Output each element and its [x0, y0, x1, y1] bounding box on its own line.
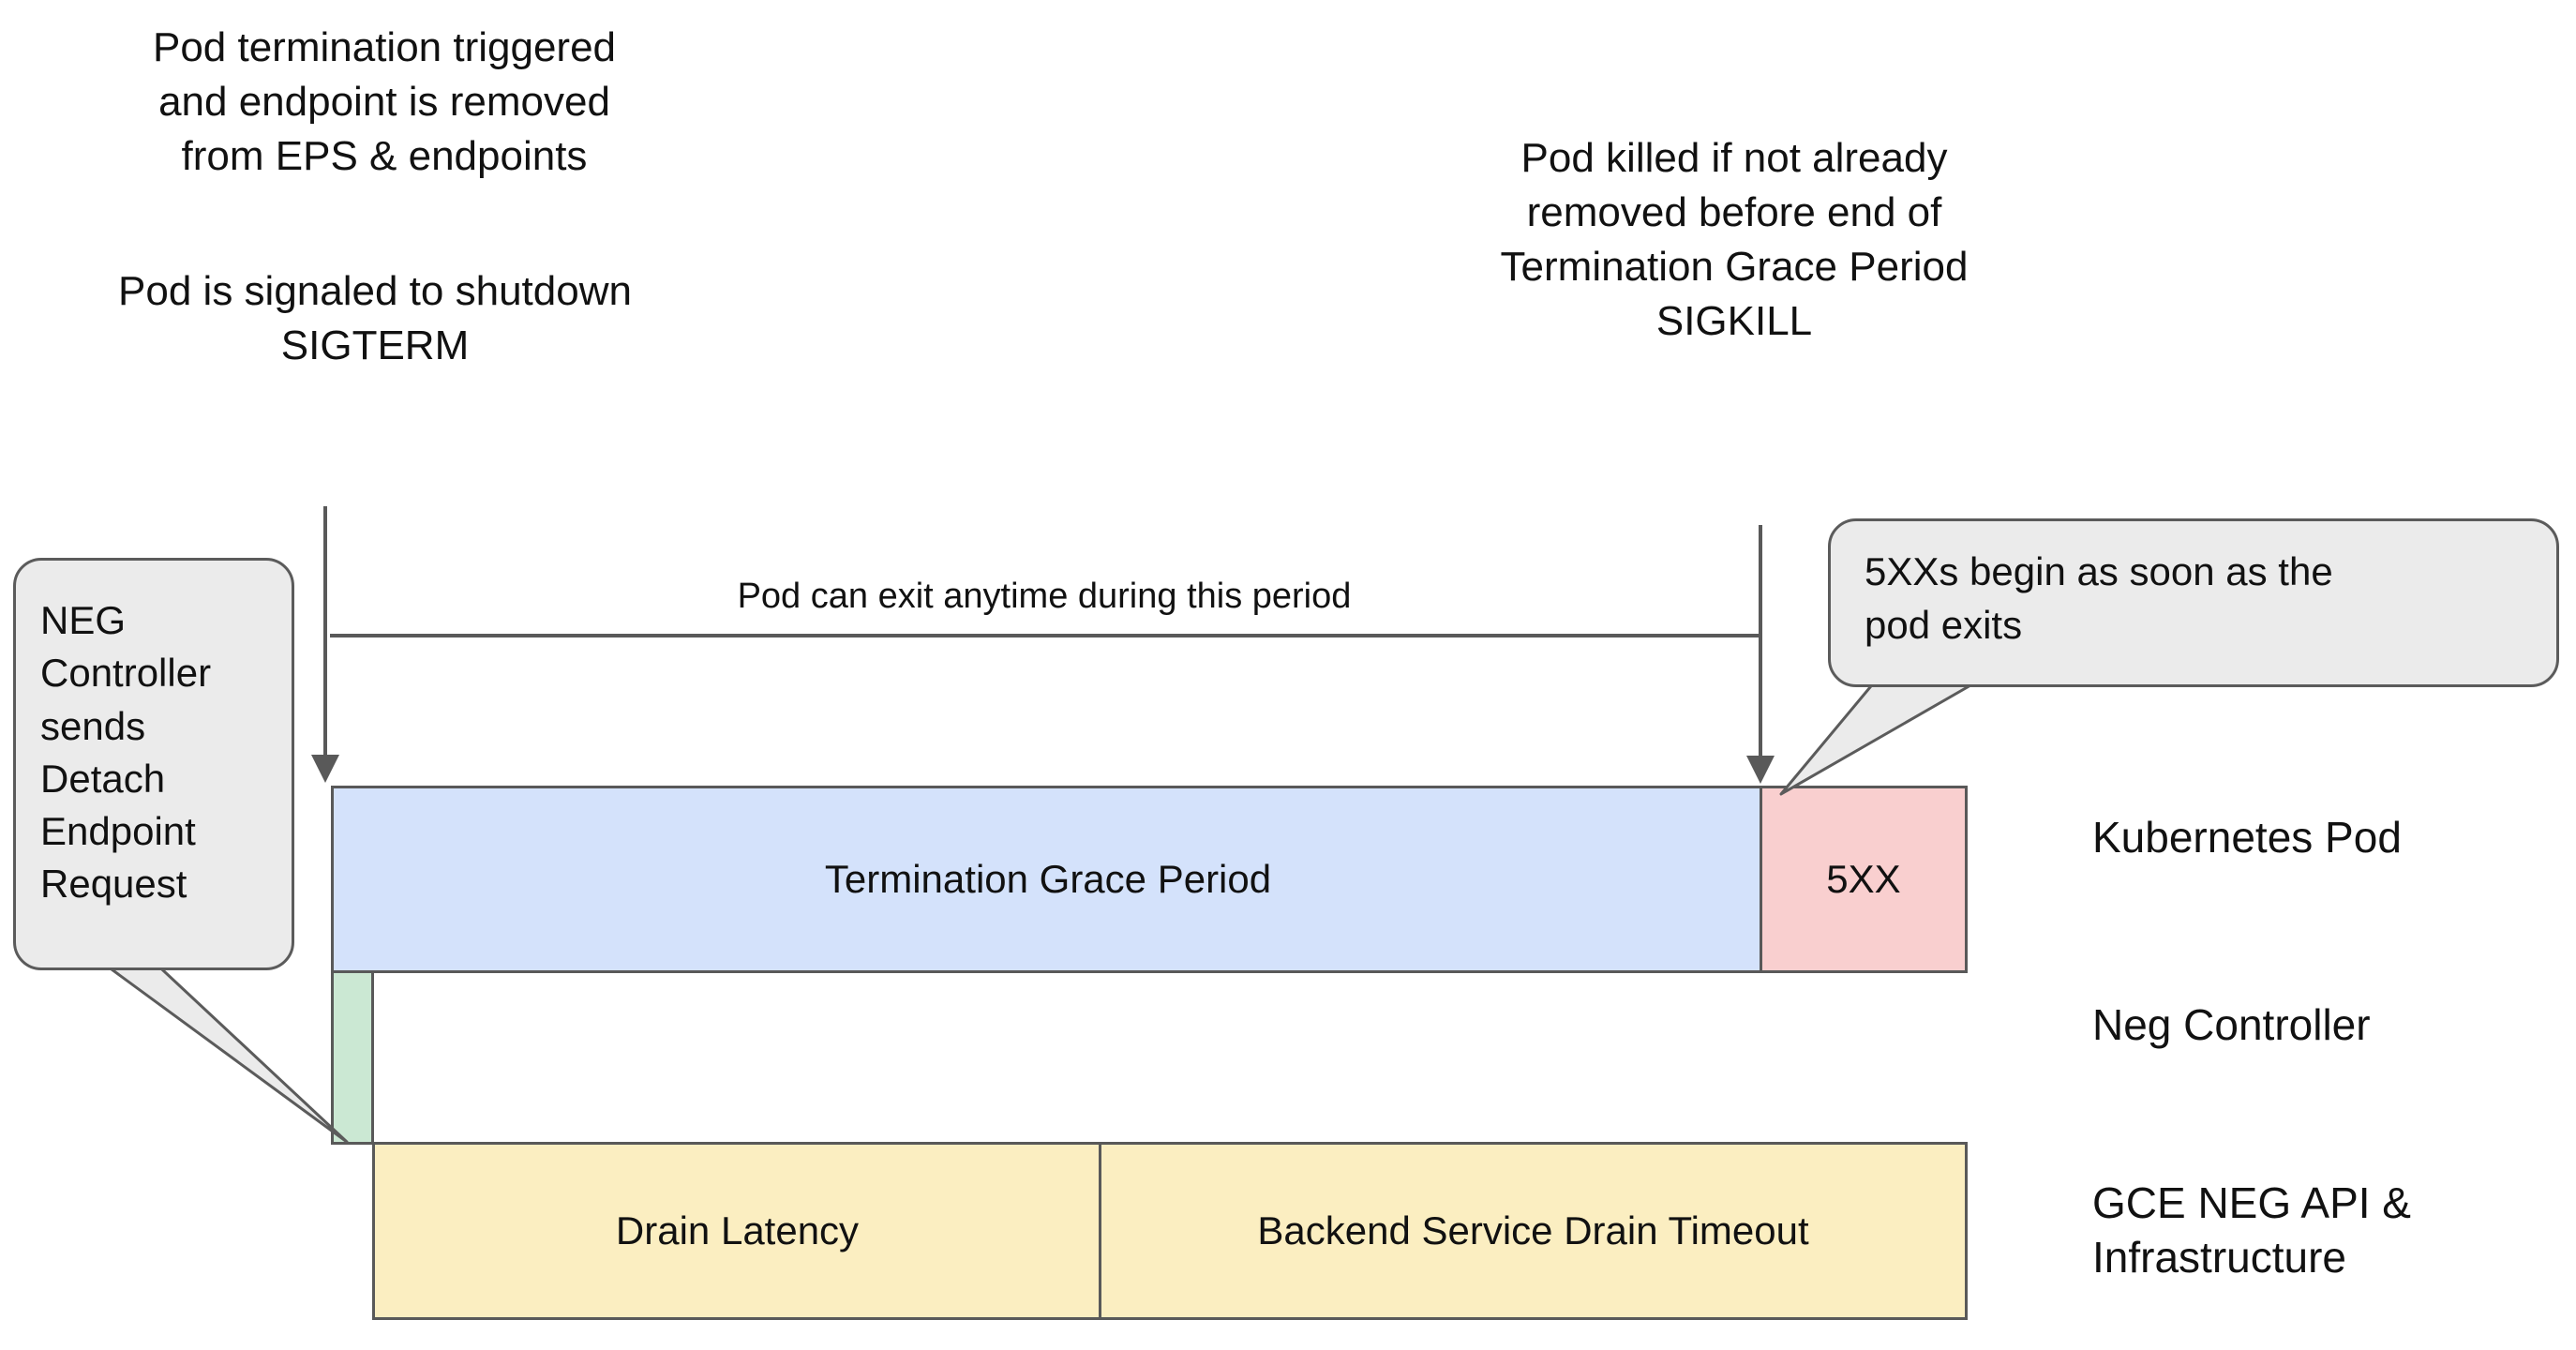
bar-termination-grace-period[interactable]: Termination Grace Period [331, 786, 1762, 973]
span-line [330, 634, 1759, 638]
timeline-arrow-left-head-icon [311, 755, 339, 783]
timeline-arrow-left-shaft [323, 506, 327, 773]
lane-label-gce-neg-api: GCE NEG API & Infrastructure [2092, 1178, 2411, 1282]
bar-5xx-label: 5XX [1826, 857, 1901, 901]
callout-5xx-tail-icon [1779, 668, 1999, 796]
note-pod-sigterm: Pod is signaled to shutdown SIGTERM [118, 268, 632, 369]
lane-label-neg-controller: Neg Controller [2092, 1000, 2371, 1049]
lane-label-kubernetes-pod: Kubernetes Pod [2092, 813, 2402, 862]
callout-neg-tail-icon [92, 954, 349, 1144]
callout-neg-controller[interactable]: NEG Controller sends Detach Endpoint Req… [13, 558, 294, 970]
note-pod-killed: Pod killed if not already removed before… [1500, 135, 1969, 345]
bar-drain-latency-label: Drain Latency [615, 1208, 860, 1252]
bar-backend-service-drain-timeout[interactable]: Backend Service Drain Timeout [1099, 1142, 1968, 1320]
bar-drain-latency[interactable]: Drain Latency [372, 1142, 1100, 1320]
bar-5xx[interactable]: 5XX [1760, 786, 1968, 973]
bar-termination-grace-period-label: Termination Grace Period [824, 857, 1272, 901]
timeline-arrow-right-shaft [1759, 525, 1762, 758]
timeline-arrow-right-head-icon [1746, 756, 1775, 784]
note-pod-termination: Pod termination triggered and endpoint i… [152, 24, 617, 180]
bar-backend-service-drain-timeout-label: Backend Service Drain Timeout [1257, 1208, 1809, 1252]
span-caption-pod-can-exit: Pod can exit anytime during this period [737, 577, 1352, 616]
bar-neg-detach[interactable] [331, 970, 374, 1145]
callout-5xx-begin[interactable]: 5XXs begin as soon as the pod exits [1828, 518, 2559, 687]
